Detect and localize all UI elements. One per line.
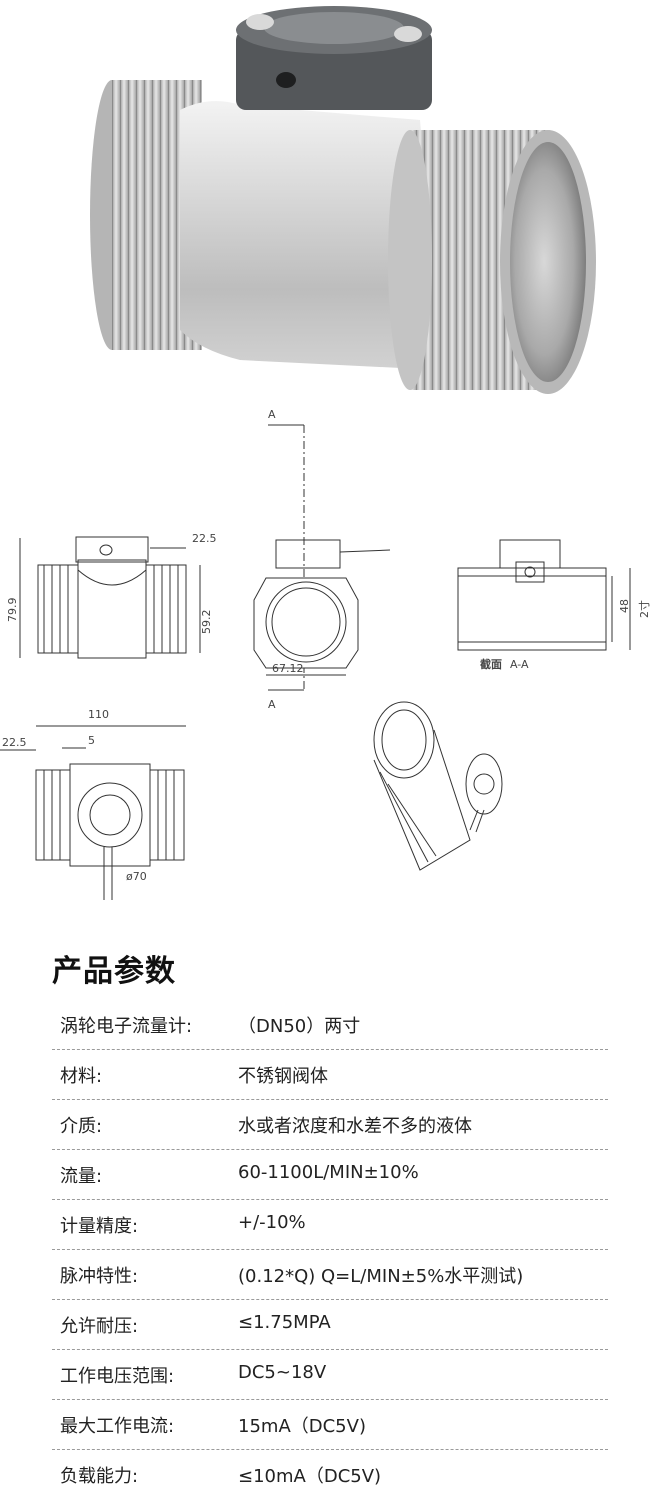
- technical-drawings: 22.5 79.9 59.2 A A 67.12: [0, 408, 651, 900]
- spec-label: 流量:: [60, 1166, 103, 1187]
- spec-row: 最大工作电流: 15mA（DC5V): [52, 1400, 608, 1450]
- spec-row: 脉冲特性: (0.12*Q) Q=L/MIN±5%水平测试): [52, 1250, 608, 1300]
- spec-label: 允许耐压:: [60, 1316, 139, 1337]
- dim-22-5: 22.5: [192, 532, 217, 545]
- dim-5: 5: [88, 734, 95, 747]
- spec-label: 负载能力:: [60, 1466, 139, 1487]
- section-a-bottom: A: [268, 698, 276, 711]
- spec-row: 材料: 不锈钢阀体: [52, 1050, 608, 1100]
- spec-row: 允许耐压: ≤1.75MPA: [52, 1300, 608, 1350]
- section-a-top: A: [268, 408, 276, 421]
- dim-59-2: 59.2: [200, 610, 213, 635]
- spec-label: 工作电压范围:: [60, 1366, 175, 1387]
- dim-79-9: 79.9: [6, 598, 19, 623]
- spec-label: 脉冲特性:: [60, 1266, 139, 1287]
- spec-value: 不锈钢阀体: [238, 1066, 328, 1087]
- section-label: 截面: [480, 657, 502, 671]
- spec-row: 流量: 60-1100L/MIN±10%: [52, 1150, 608, 1200]
- top-view: [0, 725, 186, 900]
- product-photo: [90, 6, 596, 394]
- front-view: [19, 536, 201, 659]
- spec-value: ≤10mA（DC5V): [238, 1466, 382, 1487]
- spec-value: （DN50）两寸: [238, 1016, 361, 1037]
- isometric-view: [373, 701, 503, 871]
- dim-22-5-b: 22.5: [2, 736, 27, 749]
- spec-value: +/-10%: [238, 1212, 306, 1233]
- section-title: 产品参数: [52, 954, 176, 989]
- spec-value: (0.12*Q) Q=L/MIN±5%水平测试): [238, 1266, 524, 1287]
- dim-phi70: ø70: [126, 870, 147, 883]
- spec-table: 涡轮电子流量计: （DN50）两寸材料: 不锈钢阀体介质: 水或者浓度和水差不多的液体…: [52, 1000, 608, 1499]
- section-view: [457, 539, 631, 651]
- side-view: [253, 424, 391, 691]
- spec-label: 最大工作电流:: [60, 1416, 175, 1437]
- section-label-aa: A-A: [510, 658, 529, 671]
- spec-value: 水或者浓度和水差不多的液体: [238, 1116, 472, 1137]
- dim-48: 48: [618, 599, 631, 613]
- spec-value: 60-1100L/MIN±10%: [238, 1162, 419, 1183]
- dim-2inch: 2寸: [637, 600, 651, 618]
- spec-value: 15mA（DC5V): [238, 1416, 366, 1437]
- spec-label: 材料:: [60, 1066, 103, 1087]
- spec-row: 工作电压范围: DC5~18V: [52, 1350, 608, 1400]
- dim-67-12: 67.12: [272, 662, 304, 675]
- spec-row: 计量精度: +/-10%: [52, 1200, 608, 1250]
- spec-value: ≤1.75MPA: [238, 1312, 331, 1333]
- spec-label: 涡轮电子流量计:: [60, 1016, 193, 1037]
- spec-label: 计量精度:: [60, 1216, 139, 1237]
- spec-row: 负载能力: ≤10mA（DC5V): [52, 1450, 608, 1499]
- spec-label: 介质:: [60, 1116, 103, 1137]
- dim-110: 110: [88, 708, 109, 721]
- spec-row: 介质: 水或者浓度和水差不多的液体: [52, 1100, 608, 1150]
- spec-value: DC5~18V: [238, 1362, 327, 1383]
- spec-row: 涡轮电子流量计: （DN50）两寸: [52, 1000, 608, 1050]
